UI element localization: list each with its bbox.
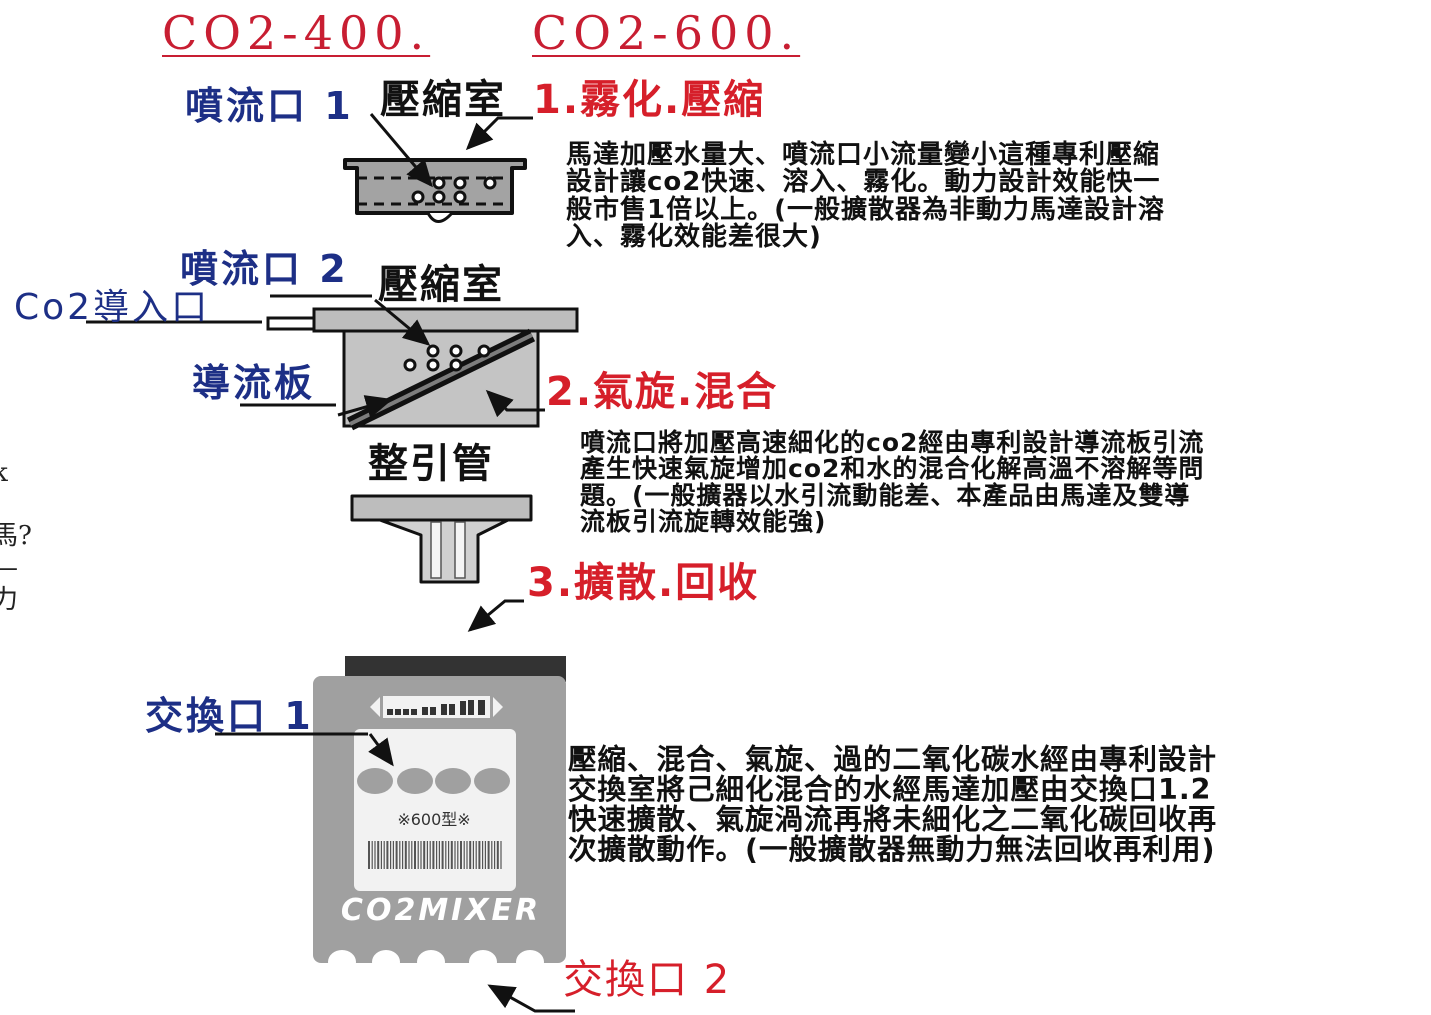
barcode-stripe xyxy=(417,841,419,869)
barcode-stripe xyxy=(414,841,416,869)
barcode-stripe xyxy=(482,841,484,869)
stage-2-title: 2.氣旋.混合 xyxy=(546,369,779,415)
device-brand-logo: CO2MIXER xyxy=(341,893,541,928)
model-title-600[interactable]: CO2-600. xyxy=(532,6,801,60)
barcode-stripe xyxy=(466,841,468,869)
compression-chamber-1-part xyxy=(343,158,527,223)
barcode-stripe xyxy=(432,841,435,869)
barcode-stripe xyxy=(487,841,490,869)
barcode-stripe xyxy=(383,841,385,869)
barcode-stripe xyxy=(402,841,404,869)
barcode-stripe xyxy=(448,841,450,869)
barcode-stripe xyxy=(368,841,370,869)
barcode-stripe xyxy=(436,841,438,869)
barcode xyxy=(368,841,502,869)
barcode-stripe xyxy=(380,841,382,869)
barcode-stripe xyxy=(390,841,392,869)
nozzle-2-label: 噴流口 2 xyxy=(180,247,349,291)
barcode-stripe xyxy=(494,841,496,869)
barcode-stripe xyxy=(472,841,474,869)
model-title-400[interactable]: CO2-400. xyxy=(162,6,431,60)
barcode-stripe xyxy=(423,841,426,869)
stage-2-description: 噴流口將加壓高速細化的co2經由專利設計導流板引流 產生快速氣旋增加co2和水的… xyxy=(580,428,1205,536)
barcode-stripe xyxy=(500,841,502,869)
stage-1-title: 1.霧化.壓縮 xyxy=(533,77,766,123)
barcode-stripe xyxy=(386,841,389,869)
rectifier-tube-part xyxy=(350,494,533,584)
barcode-stripe xyxy=(441,841,444,869)
nozzle-1-label: 噴流口 1 xyxy=(185,84,354,128)
compression-chamber-2-label: 壓縮室 xyxy=(378,262,504,308)
barcode-stripe xyxy=(426,841,428,869)
barcode-stripe xyxy=(469,841,472,869)
barcode-stripe xyxy=(445,841,447,869)
barcode-stripe xyxy=(411,841,413,869)
barcode-stripe xyxy=(496,841,499,869)
co2-inlet-label: Co2導入口 xyxy=(14,287,211,328)
barcode-stripe xyxy=(457,841,459,869)
barcode-stripe xyxy=(399,841,401,869)
exchange-port-2-label: 交換口 2 xyxy=(563,957,732,1003)
slider-indicator xyxy=(370,696,503,718)
rectifier-tube-label: 整引管 xyxy=(368,441,494,487)
mixer-device-body: ※600型※ CO2MIXER xyxy=(313,656,566,974)
barcode-stripe xyxy=(454,841,456,869)
barcode-stripe xyxy=(420,841,422,869)
cropped-side-text: k ] 馬? — 力 xyxy=(0,458,32,615)
stage-1-description: 馬達加壓水量大、噴流口小流量變小這種專利壓縮 設計讓co2快速、溶入、霧化。動力… xyxy=(566,140,1165,252)
barcode-stripe xyxy=(392,841,394,869)
exchange-port-1-label: 交換口 1 xyxy=(145,694,314,738)
barcode-stripe xyxy=(438,841,440,869)
barcode-stripe xyxy=(484,841,486,869)
stage-3-description: 壓縮、混合、氣旋、過的二氧化碳水經由專利設計 交換室將己細化混合的水經馬達加壓由… xyxy=(568,743,1218,866)
stage-3-title: 3.擴散.回收 xyxy=(527,560,760,606)
barcode-stripe xyxy=(377,841,380,869)
barcode-stripe xyxy=(404,841,407,869)
barcode-stripe xyxy=(371,841,373,869)
barcode-stripe xyxy=(463,841,465,869)
barcode-stripe xyxy=(429,841,431,869)
barcode-stripe xyxy=(475,841,477,869)
barcode-stripe xyxy=(460,841,462,869)
barcode-stripe xyxy=(450,841,453,869)
barcode-stripe xyxy=(478,841,481,869)
barcode-stripe xyxy=(395,841,398,869)
guide-plate-label: 導流板 xyxy=(192,361,316,405)
compression-chamber-1-label: 壓縮室 xyxy=(380,77,506,123)
barcode-stripe xyxy=(374,841,376,869)
device-model-tag: ※600型※ xyxy=(397,810,470,829)
leader-lines xyxy=(86,113,575,1013)
barcode-stripe xyxy=(491,841,493,869)
barcode-stripe xyxy=(408,841,410,869)
